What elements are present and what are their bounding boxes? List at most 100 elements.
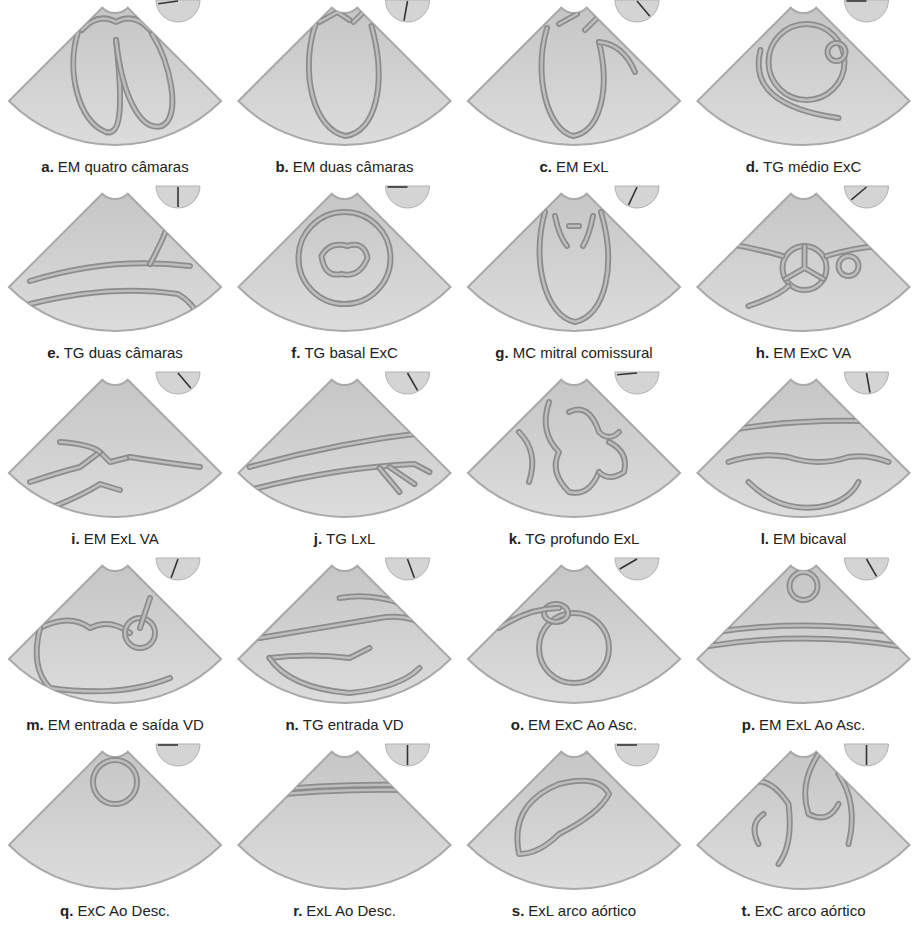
echo-sector bbox=[697, 380, 909, 517]
echo-sector bbox=[238, 194, 450, 331]
anatomy-structure bbox=[320, 12, 350, 22]
echo-sector bbox=[697, 566, 909, 703]
omniplane-dial bbox=[386, 744, 430, 766]
view-caption: s.ExL arco aórtico bbox=[512, 902, 636, 920]
anatomy-structure bbox=[541, 28, 603, 136]
anatomy-highlight bbox=[839, 774, 852, 844]
omniplane-dial bbox=[156, 372, 200, 394]
echo-sector bbox=[9, 380, 221, 517]
anatomy-highlight bbox=[30, 263, 190, 281]
echo-view bbox=[468, 372, 680, 517]
view-name: EM ExL VA bbox=[84, 530, 159, 547]
anatomy-highlight bbox=[517, 781, 609, 854]
echo-sector bbox=[238, 8, 450, 145]
omniplane-dial bbox=[156, 0, 200, 22]
omniplane-dial bbox=[386, 372, 430, 394]
view-letter: j. bbox=[314, 530, 322, 547]
anatomy-structure bbox=[60, 442, 100, 452]
anatomy-structure bbox=[150, 206, 172, 264]
view-caption: o.EM ExC Ao Asc. bbox=[511, 716, 638, 734]
anatomy-structure bbox=[729, 455, 889, 462]
echo-view bbox=[697, 558, 909, 703]
anatomy-structure bbox=[759, 50, 839, 118]
omniplane-needle bbox=[617, 744, 637, 746]
anatomy-highlight bbox=[309, 24, 379, 136]
anatomy-structure bbox=[260, 617, 430, 638]
view-name: TG basal ExC bbox=[304, 344, 397, 361]
anatomy-highlight bbox=[709, 626, 899, 634]
anatomy-structure bbox=[255, 790, 435, 797]
echo-view bbox=[468, 744, 680, 889]
anatomy-highlight bbox=[555, 216, 567, 246]
view-name: TG profundo ExL bbox=[525, 530, 639, 547]
omniplane-needle bbox=[404, 1, 407, 21]
view-name: TG médio ExC bbox=[763, 158, 861, 175]
anatomy-highlight bbox=[709, 241, 783, 256]
view-name: TG entrada VD bbox=[303, 716, 404, 733]
view-caption: q.ExC Ao Desc. bbox=[60, 902, 170, 920]
view-name: MC mitral comissural bbox=[513, 344, 653, 361]
anatomy-highlight bbox=[805, 754, 838, 817]
echo-view bbox=[9, 558, 221, 703]
anatomy-highlight bbox=[140, 598, 150, 628]
anatomy-highlight bbox=[130, 457, 200, 467]
omniplane-dial bbox=[845, 558, 889, 580]
omniplane-needle bbox=[867, 559, 877, 576]
view-letter: r. bbox=[293, 902, 302, 919]
view-letter: c. bbox=[539, 158, 552, 175]
anatomy-highlight bbox=[320, 12, 350, 22]
anatomy-highlight bbox=[322, 245, 368, 275]
anatomy-highlight bbox=[299, 212, 391, 304]
omniplane-dial bbox=[156, 558, 200, 580]
echo-sector bbox=[9, 194, 221, 331]
view-name: ExL Ao Desc. bbox=[306, 902, 396, 919]
omniplane-dial bbox=[615, 0, 659, 22]
anatomy-structure bbox=[40, 484, 120, 512]
omniplane-dial bbox=[386, 186, 430, 208]
anatomy-highlight bbox=[828, 43, 846, 61]
omniplane-needle bbox=[408, 559, 415, 578]
echo-sector bbox=[468, 566, 680, 703]
anatomy-highlight bbox=[354, 10, 366, 22]
omniplane-needle bbox=[851, 187, 866, 200]
anatomy-structure bbox=[73, 32, 120, 132]
anatomy-structure bbox=[30, 452, 130, 482]
anatomy-structure bbox=[30, 291, 200, 321]
omniplane-dial bbox=[845, 744, 889, 766]
anatomy-highlight bbox=[585, 16, 599, 30]
anatomy-highlight bbox=[749, 286, 789, 306]
view-name: TG duas câmaras bbox=[64, 344, 183, 361]
anatomy-highlight bbox=[749, 482, 859, 508]
echo-view bbox=[9, 744, 221, 889]
omniplane-dial bbox=[156, 744, 200, 766]
anatomy-highlight bbox=[749, 782, 790, 865]
echo-sector bbox=[468, 8, 680, 145]
anatomy-structure bbox=[749, 782, 790, 865]
view-letter: p. bbox=[742, 716, 755, 733]
anatomy-highlight bbox=[30, 291, 200, 321]
omniplane-dial bbox=[615, 186, 659, 208]
anatomy-structure bbox=[599, 42, 635, 72]
anatomy-structure bbox=[709, 639, 899, 647]
view-letter: f. bbox=[291, 344, 300, 361]
anatomy-highlight bbox=[60, 442, 100, 452]
anatomy-highlight bbox=[380, 467, 415, 492]
anatomy-highlight bbox=[599, 42, 635, 72]
anatomy-highlight bbox=[260, 617, 430, 638]
echo-sector bbox=[468, 194, 680, 331]
view-name: ExC Ao Desc. bbox=[77, 902, 170, 919]
view-letter: l. bbox=[761, 530, 769, 547]
echo-view bbox=[238, 0, 450, 145]
view-caption: p.EM ExL Ao Asc. bbox=[742, 716, 866, 734]
view-letter: m. bbox=[26, 716, 44, 733]
omniplane-needle bbox=[847, 0, 867, 2]
anatomy-highlight bbox=[116, 34, 172, 127]
anatomy-highlight bbox=[827, 246, 889, 256]
anatomy-highlight bbox=[540, 212, 609, 322]
anatomy-structure bbox=[599, 442, 625, 477]
omniplane-needle bbox=[171, 559, 178, 578]
view-letter: k. bbox=[509, 530, 522, 547]
anatomy-structure bbox=[354, 10, 366, 22]
anatomy-highlight bbox=[786, 246, 824, 279]
echo-view bbox=[238, 744, 450, 889]
